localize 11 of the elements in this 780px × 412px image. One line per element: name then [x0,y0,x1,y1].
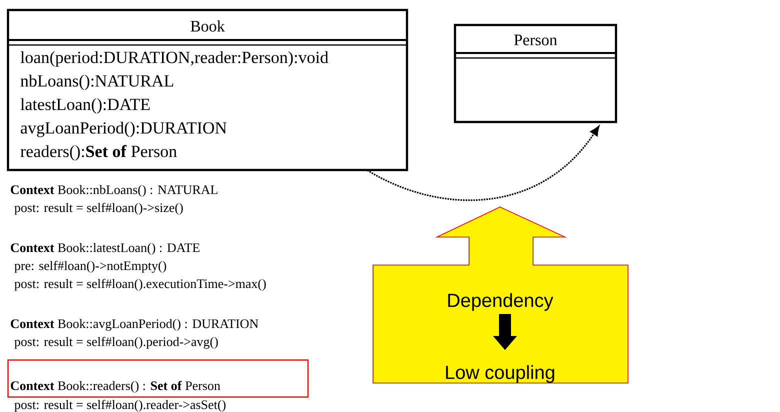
constraint-text: pre: self#loan()->notEmpty() [14,260,166,273]
constraint-text: post: result = self#loan().executionTime->max() [14,278,266,291]
constraint-text: Context Book::nbLoans() : NATURAL [10,184,218,197]
constraint-text: Context Book::avgLoanPeriod() : DURATION [10,318,258,331]
dependency-arrow [366,126,600,201]
callout-arrow-box: Dependency Low coupling [372,206,628,384]
class-box: Book loan(period:DURATION,reader:Person):void nbLoans():NATURAL latestLoan():DATE avgLoanPeriod():DURATION readers():Set of Person [6,8,408,172]
highlight-box: Context Book::readers() : Set of Person [7,359,309,398]
constraint-text: Context Book::latestLoan() : DATE [10,242,200,255]
constraint-text: post: result = self#loan()->size() [14,202,183,215]
class-box: Person [454,24,618,124]
